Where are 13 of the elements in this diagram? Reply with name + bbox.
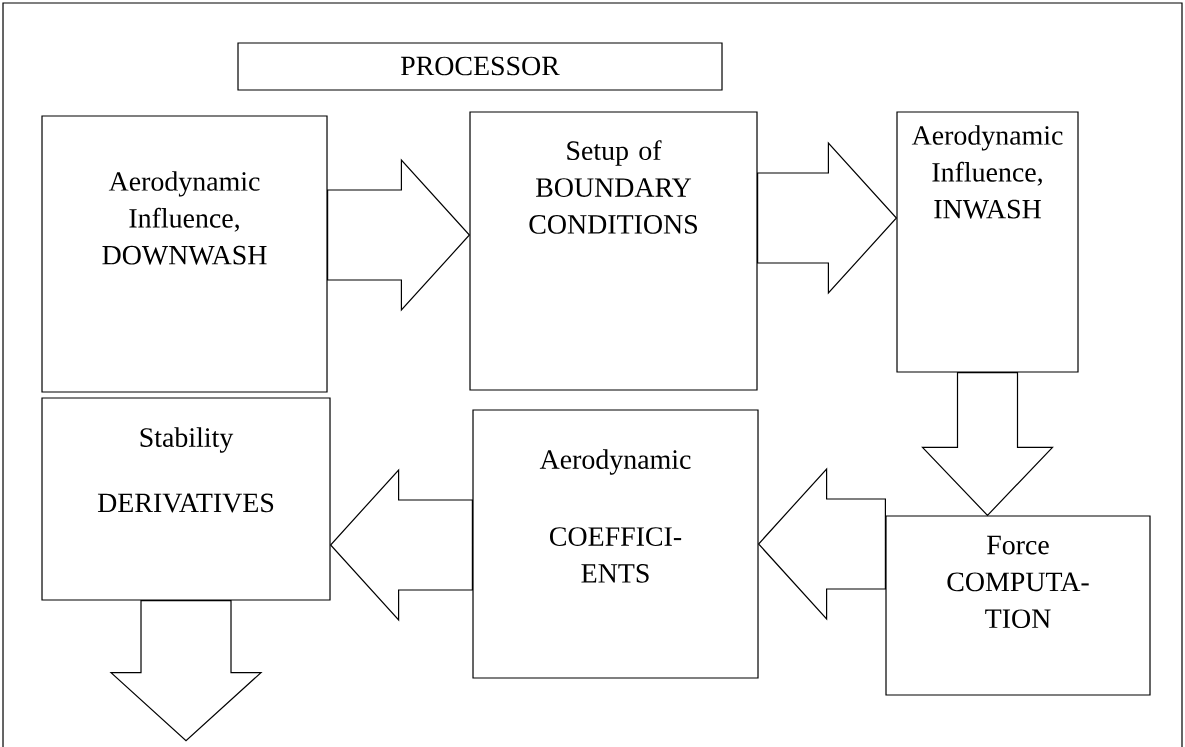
process-box: Setup of BOUNDARY CONDITIONS [469, 111, 758, 391]
process-box: Stability DERIVATIVES [41, 397, 331, 601]
title-box: PROCESSOR [237, 42, 723, 91]
block-arrow [757, 141, 898, 295]
block-arrow [329, 468, 473, 622]
block-arrow [757, 467, 886, 621]
process-box: Aerodynamic Influence, INWASH [896, 111, 1079, 373]
process-box: Force COMPUTA-TION [885, 515, 1151, 696]
block-arrow [327, 158, 471, 312]
block-arrow [921, 372, 1054, 517]
process-box: Aerodynamic COEFFICI-ENTS [472, 409, 759, 679]
block-arrow [109, 600, 263, 742]
process-box: Aerodynamic Influence, DOWNWASH [41, 115, 328, 393]
